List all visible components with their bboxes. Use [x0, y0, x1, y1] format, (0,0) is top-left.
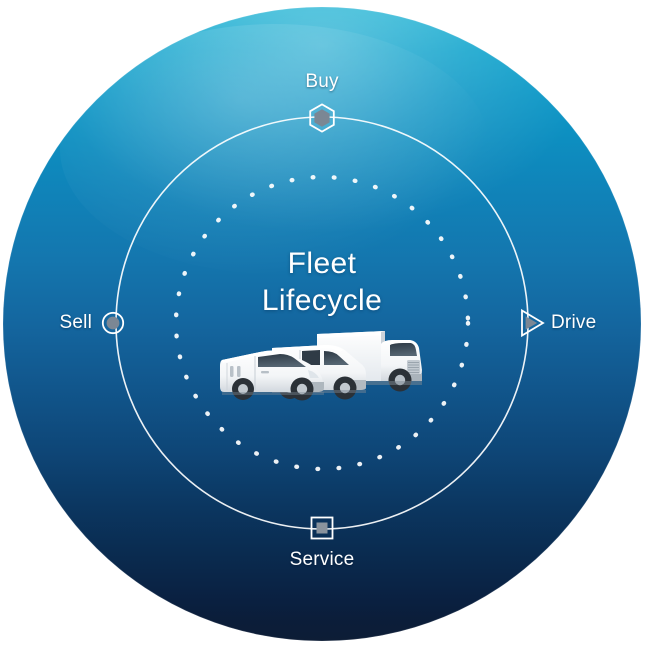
- vehicle-small-van: [220, 350, 324, 401]
- fleet-vehicles-image: [214, 318, 434, 408]
- stage-marker-sell[interactable]: [96, 306, 130, 340]
- stage-marker-buy[interactable]: [305, 101, 339, 135]
- stage-marker-service[interactable]: [305, 511, 339, 545]
- triangle-right-icon: [521, 308, 545, 338]
- stage-label-service: Service: [289, 549, 355, 570]
- square-icon: [310, 516, 334, 540]
- inner-dotted-ring: [173, 174, 471, 472]
- circle-icon: [101, 311, 125, 335]
- stage-label-sell: Sell: [59, 312, 92, 333]
- hexagon-icon: [309, 103, 335, 133]
- stage-label-buy: Buy: [305, 71, 339, 92]
- page-title: Fleet Lifecycle: [261, 247, 383, 317]
- stage-label-drive: Drive: [551, 312, 597, 333]
- stage-marker-drive[interactable]: [514, 306, 548, 340]
